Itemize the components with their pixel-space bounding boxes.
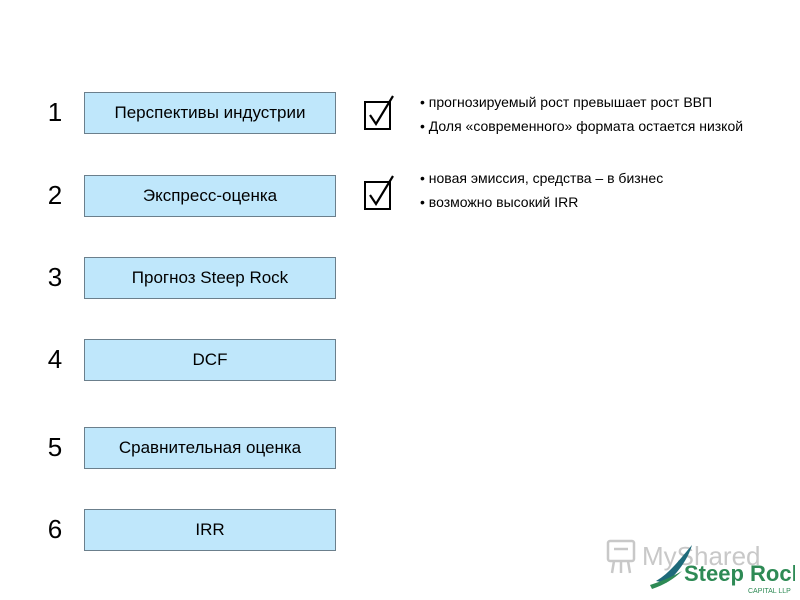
brand-name: Steep Rock	[684, 561, 795, 586]
check-icon	[364, 95, 394, 130]
step-box-industry-outlook: Перспективы индустрии	[84, 92, 336, 134]
steep-rock-logo: MyShared Steep Rock CAPITAL LLP	[600, 533, 800, 595]
check-icon	[364, 175, 394, 210]
note-new-emission: • новая эмиссия, средства – в бизнес	[420, 170, 664, 186]
step-number-1: 1	[47, 97, 63, 127]
step-box-comparative-valuation: Сравнительная оценка	[84, 427, 336, 469]
note-gdp-growth: • прогнозируемый рост превышает рост ВВП	[420, 94, 713, 110]
step-number-2: 2	[47, 180, 63, 210]
step-box-forecast: Прогноз Steep Rock	[84, 257, 336, 299]
brand-subtitle: CAPITAL LLP	[748, 588, 791, 595]
notes-step2: • новая эмиссия, средства – в бизнес • в…	[420, 170, 770, 218]
step-number-4: 4	[47, 344, 63, 374]
step-number-3: 3	[47, 262, 63, 292]
note-high-irr: • возможно высокий IRR	[420, 194, 579, 210]
watermark-icon	[606, 539, 636, 574]
step-box-irr: IRR	[84, 509, 336, 551]
step-number-6: 6	[47, 514, 63, 544]
note-modern-format-share: • Доля «современного» формата остается н…	[420, 118, 744, 134]
watermark-text: MyShared	[642, 541, 761, 571]
step-box-dcf: DCF	[84, 339, 336, 381]
step-box-express-valuation: Экспресс-оценка	[84, 175, 336, 217]
notes-step1: • прогнозируемый рост превышает рост ВВП…	[420, 94, 770, 142]
step-number-5: 5	[47, 432, 63, 462]
